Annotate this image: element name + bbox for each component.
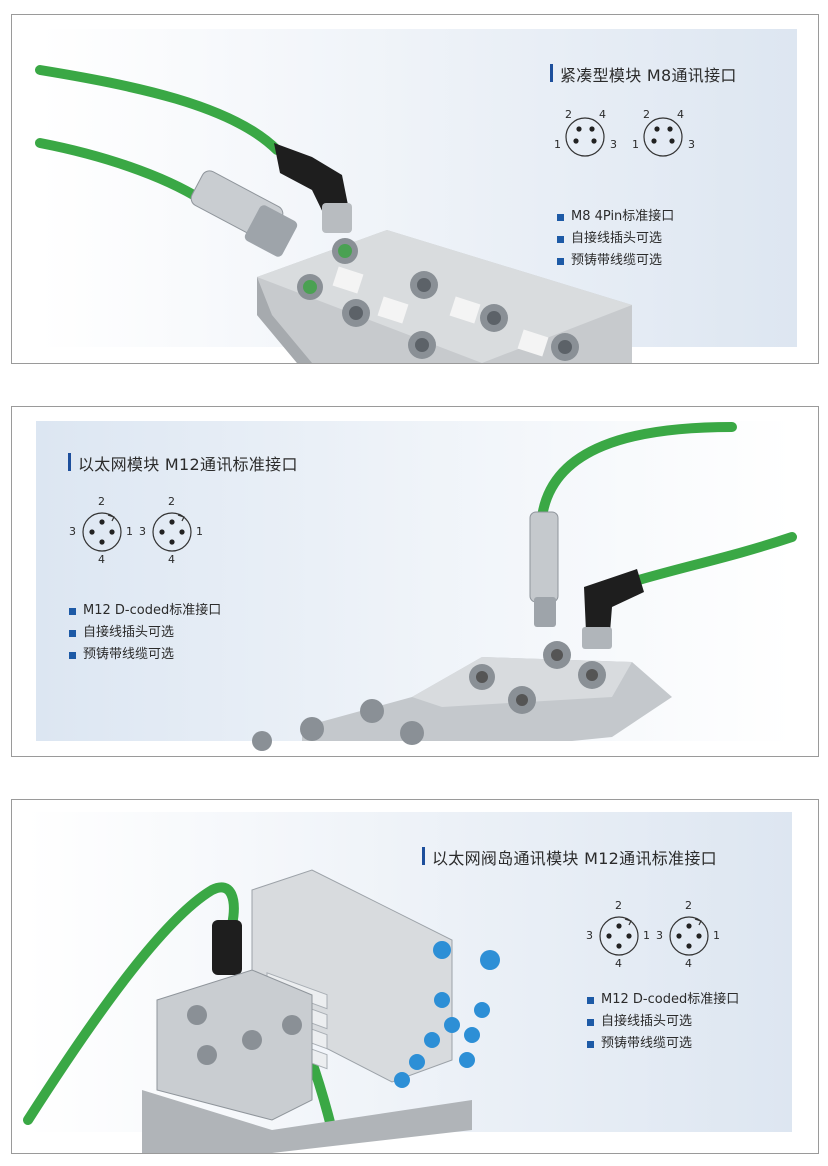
pin-label: 2 bbox=[168, 495, 175, 508]
pin-label: 3 bbox=[139, 525, 146, 538]
pin-label: 2 bbox=[615, 899, 622, 912]
ethernet-module-product-image bbox=[252, 422, 797, 751]
m12-pinout-icon: 2 3 1 4 bbox=[68, 495, 140, 569]
m8-pinout-icon: 2 4 1 3 bbox=[552, 108, 618, 160]
pin-label: 3 bbox=[69, 525, 76, 538]
pin-label: 3 bbox=[688, 138, 695, 151]
feature-list: M8 4Pin标准接口 自接线插头可选 预铸带线缆可选 bbox=[557, 206, 674, 272]
pin-label: 2 bbox=[565, 108, 572, 121]
panel-title: 以太网模块 M12通讯标准接口 bbox=[68, 451, 298, 475]
pin-label: 3 bbox=[586, 929, 593, 942]
panel-title: 紧凑型模块 M8通讯接口 bbox=[550, 62, 737, 86]
panel-title: 以太网阀岛通讯模块 M12通讯标准接口 bbox=[422, 845, 717, 869]
feature-item: 预铸带线缆可选 bbox=[557, 250, 674, 272]
pin-label: 1 bbox=[643, 929, 650, 942]
m8-module-panel: 紧凑型模块 M8通讯接口 2 4 1 3 2 4 1 3 M8 4Pin标准接口… bbox=[11, 14, 819, 364]
feature-item: M8 4Pin标准接口 bbox=[557, 206, 674, 228]
pin-label: 4 bbox=[599, 108, 606, 121]
pin-label: 3 bbox=[656, 929, 663, 942]
pin-label: 4 bbox=[615, 957, 622, 970]
panel-background bbox=[36, 421, 792, 741]
pin-label: 2 bbox=[643, 108, 650, 121]
m12-pinout-icon: 2 3 1 4 bbox=[585, 899, 657, 973]
m12-pinout-icon: 2 3 1 4 bbox=[655, 899, 727, 973]
pin-label: 4 bbox=[98, 553, 105, 566]
pin-label: 4 bbox=[168, 553, 175, 566]
feature-item: 预铸带线缆可选 bbox=[587, 1033, 739, 1055]
feature-list: M12 D-coded标准接口 自接线插头可选 预铸带线缆可选 bbox=[69, 600, 221, 666]
m8-pinout-icon: 2 4 1 3 bbox=[630, 108, 696, 160]
pin-label: 3 bbox=[610, 138, 617, 151]
pin-label: 1 bbox=[632, 138, 639, 151]
m12-pinout-icon: 2 3 1 4 bbox=[138, 495, 210, 569]
m8-module-product-image bbox=[35, 65, 632, 363]
feature-item: M12 D-coded标准接口 bbox=[69, 600, 221, 622]
feature-list: M12 D-coded标准接口 自接线插头可选 预铸带线缆可选 bbox=[587, 989, 739, 1055]
pin-label: 1 bbox=[196, 525, 203, 538]
pin-label: 2 bbox=[98, 495, 105, 508]
pin-label: 1 bbox=[713, 929, 720, 942]
feature-item: M12 D-coded标准接口 bbox=[587, 989, 739, 1011]
pin-label: 4 bbox=[677, 108, 684, 121]
feature-item: 自接线插头可选 bbox=[69, 622, 221, 644]
ethernet-module-panel: 以太网模块 M12通讯标准接口 2 3 1 4 2 3 1 4 M12 D-co… bbox=[11, 406, 819, 757]
pin-label: 1 bbox=[554, 138, 561, 151]
feature-item: 预铸带线缆可选 bbox=[69, 644, 221, 666]
valve-terminal-product-image bbox=[23, 869, 500, 1153]
valve-terminal-module-panel: 以太网阀岛通讯模块 M12通讯标准接口 2 3 1 4 2 3 1 4 M12 … bbox=[11, 799, 819, 1154]
feature-item: 自接线插头可选 bbox=[587, 1011, 739, 1033]
pin-label: 1 bbox=[126, 525, 133, 538]
feature-item: 自接线插头可选 bbox=[557, 228, 674, 250]
pin-label: 4 bbox=[685, 957, 692, 970]
pin-label: 2 bbox=[685, 899, 692, 912]
